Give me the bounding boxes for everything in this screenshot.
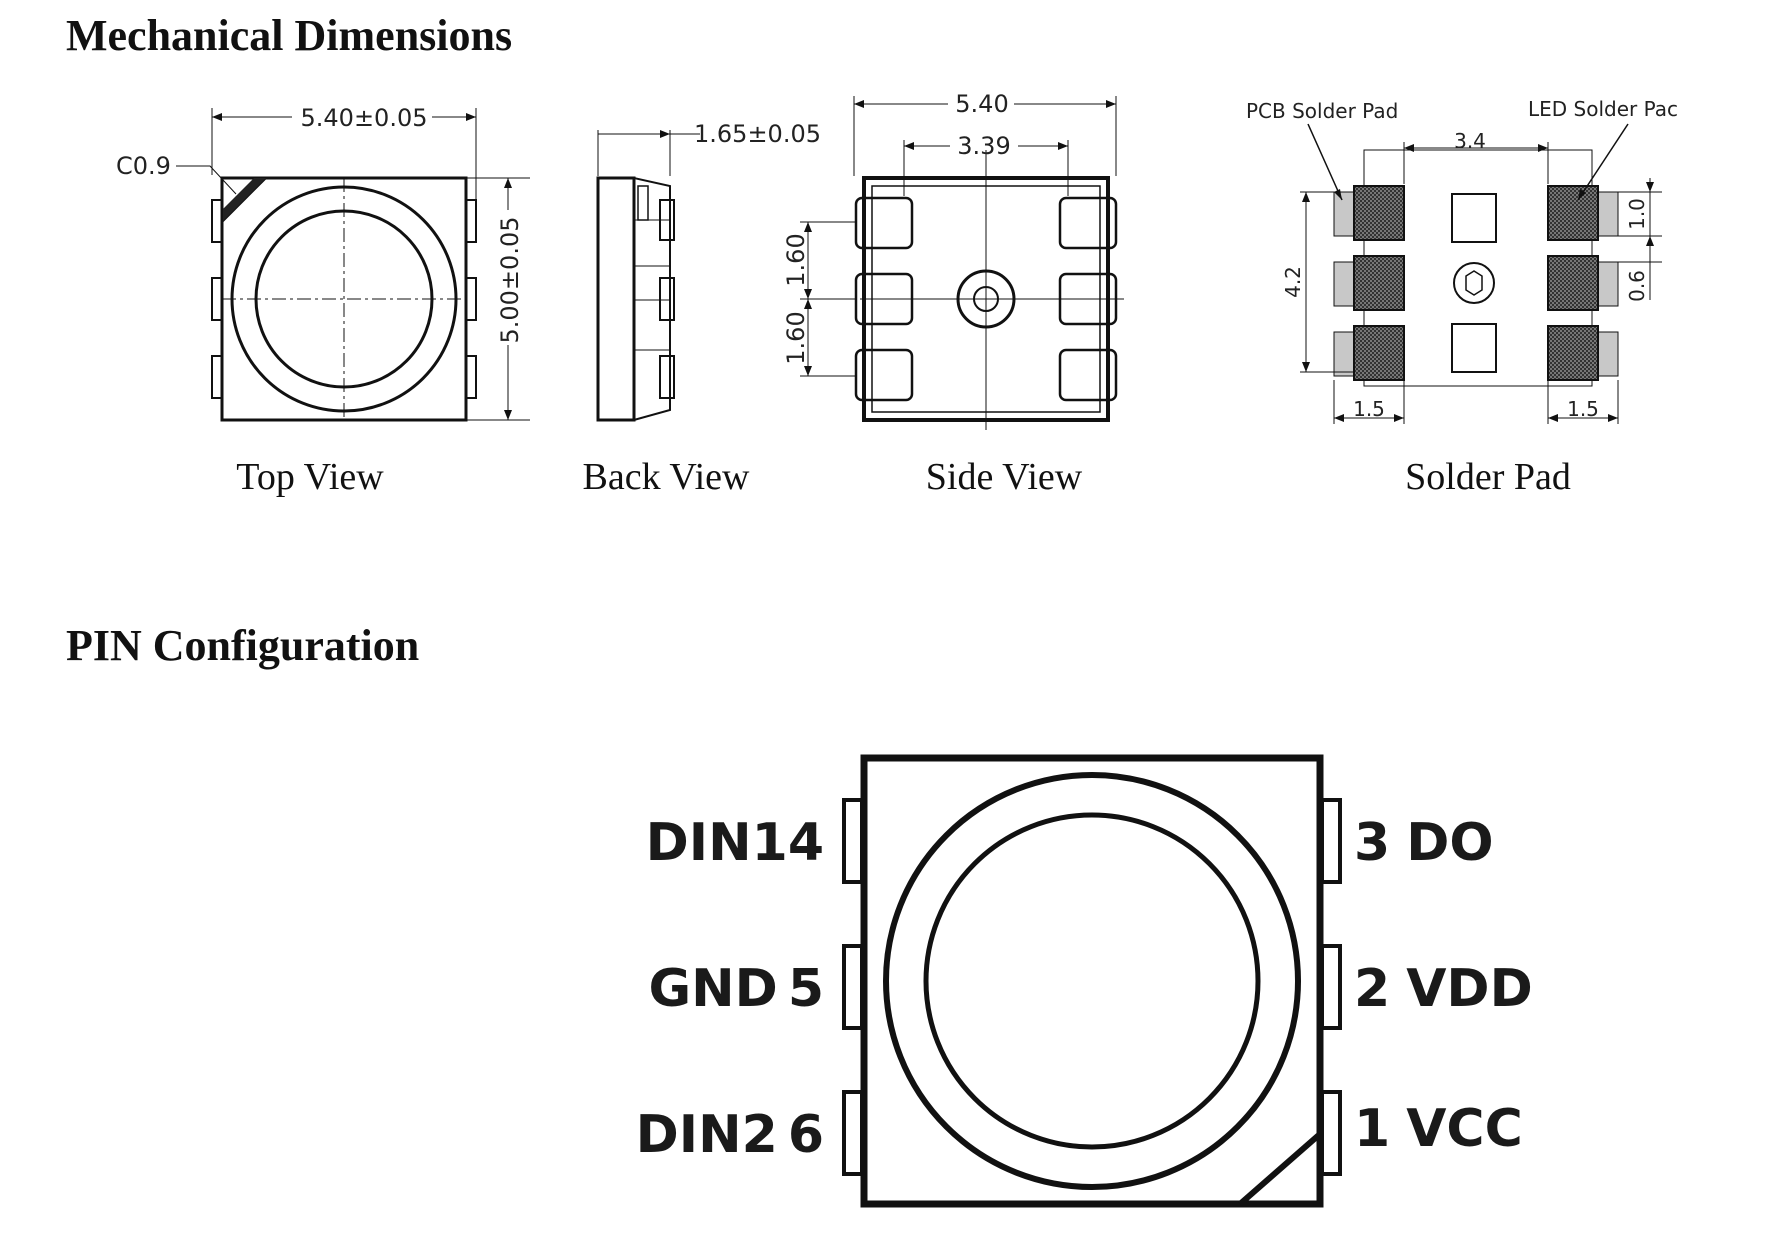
top-width-dimension: 5.40±0.05: [301, 104, 428, 132]
side-inner-width-dimension: 3.39: [957, 132, 1010, 160]
solder-right-width-dimension: 1.5: [1567, 397, 1599, 421]
back-thickness-dimension: 1.65±0.05: [694, 120, 821, 148]
solder-pad-length-dimension: 1.0: [1625, 198, 1649, 230]
side-pitch-lower-dimension: 1.60: [782, 311, 810, 364]
side-view-caption: Side View: [925, 456, 1083, 498]
back-view-caption: Back View: [582, 456, 750, 498]
solder-pad-gap-dimension: 0.6: [1625, 270, 1649, 302]
back-view-drawing: [596, 130, 700, 422]
side-outer-width-dimension: 5.40: [955, 90, 1008, 118]
solder-height-dimension: 4.2: [1281, 266, 1305, 298]
top-view-caption: Top View: [236, 456, 384, 498]
pin-configuration-diagram: [842, 754, 1342, 1208]
solder-pad-caption: Solder Pad: [1405, 456, 1571, 498]
mechanical-dimensions-title: Mechanical Dimensions: [66, 11, 513, 60]
solder-span-dimension: 3.4: [1454, 129, 1486, 153]
solder-left-width-dimension: 1.5: [1353, 397, 1385, 421]
pin-configuration-title: PIN Configuration: [66, 621, 420, 670]
solder-pad-drawing: [1300, 123, 1662, 424]
top-height-dimension: 5.00±0.05: [496, 217, 524, 344]
side-pitch-upper-dimension: 1.60: [782, 233, 810, 286]
led-solder-pad-label: LED Solder Pac: [1528, 97, 1678, 121]
chamfer-label: C0.9: [116, 152, 171, 180]
pin-label-din1: DIN14: [646, 813, 824, 873]
side-view-drawing: [800, 96, 1124, 430]
pcb-solder-pad-label: PCB Solder Pad: [1246, 99, 1398, 123]
top-view-drawing: [176, 108, 530, 422]
